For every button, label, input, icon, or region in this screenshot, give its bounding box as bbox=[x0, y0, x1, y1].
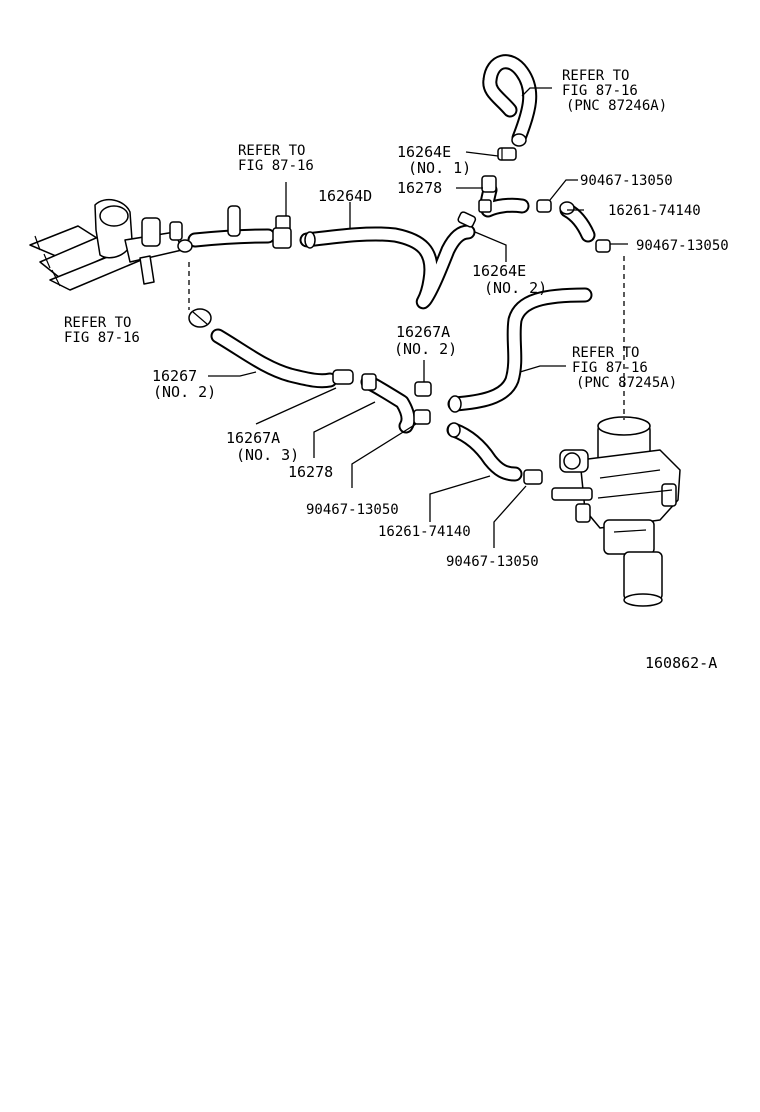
clamp-icon bbox=[457, 211, 477, 228]
clamp-icon bbox=[497, 147, 517, 161]
clamp-icon bbox=[188, 308, 212, 328]
figure-id: 160862-A bbox=[645, 654, 717, 672]
label-16264D: 16264D bbox=[318, 187, 372, 205]
leader-lines bbox=[208, 87, 628, 548]
label-16267A-no3: 16267A bbox=[226, 429, 280, 447]
label-refer-mid-right-line3: (PNC 87245A) bbox=[576, 375, 677, 391]
throttle-body-assembly-icon bbox=[29, 198, 241, 291]
pipe-16278-lower bbox=[360, 374, 416, 434]
label-90467-13050-d: 90467-13050 bbox=[446, 554, 539, 570]
label-refer-upper-left-line2: FIG 87-16 bbox=[238, 158, 314, 174]
label-16264E-no1: 16264E bbox=[397, 143, 451, 161]
valve-actuator-assembly-icon bbox=[551, 416, 681, 607]
clamp-icon bbox=[595, 239, 611, 253]
label-16267A-no3-qualifier: (NO. 3) bbox=[236, 446, 299, 464]
label-refer-mid-right-line1: REFER TO bbox=[572, 345, 639, 361]
label-16267-qualifier: (NO. 2) bbox=[153, 383, 216, 401]
label-16267A-no2: 16267A bbox=[396, 323, 450, 341]
label-refer-left-line1: REFER TO bbox=[64, 315, 131, 331]
pipe-upper-left bbox=[187, 228, 276, 248]
fitting-right-top-icon bbox=[559, 201, 575, 215]
label-refer-mid-right-line2: FIG 87-16 bbox=[572, 360, 648, 376]
pipe-16278-upper bbox=[479, 182, 530, 218]
label-16261-74140-upper: 16261-74140 bbox=[608, 203, 701, 219]
connector-upper-left-icon bbox=[272, 215, 292, 249]
label-refer-upper-left-line1: REFER TO bbox=[238, 143, 305, 159]
hose-right-long bbox=[447, 287, 593, 412]
hose-16267 bbox=[210, 328, 338, 389]
label-16278-upper: 16278 bbox=[397, 179, 442, 197]
label-refer-left-line2: FIG 87-16 bbox=[64, 330, 140, 346]
clamp-icon bbox=[413, 409, 431, 425]
clamp-icon bbox=[414, 381, 432, 397]
fitting-16278-upper-icon bbox=[478, 175, 497, 213]
label-16278-lower: 16278 bbox=[288, 463, 333, 481]
clamp-icon bbox=[523, 469, 543, 485]
label-16264E-no2: 16264E bbox=[472, 262, 526, 280]
fitting-16278-lower-icon bbox=[361, 373, 377, 391]
label-refer-top-right-line2: FIG 87-16 bbox=[562, 83, 638, 99]
label-16264E-no2-qualifier: (NO. 2) bbox=[484, 279, 547, 297]
clamp-icon bbox=[536, 199, 552, 213]
hose-16261-lower bbox=[446, 422, 523, 482]
hose-ends bbox=[304, 133, 527, 438]
hose-top-right bbox=[482, 54, 538, 146]
label-90467-13050-c: 90467-13050 bbox=[306, 502, 399, 518]
label-16267A-no2-qualifier: (NO. 2) bbox=[394, 340, 457, 358]
label-16261-74140-lower: 16261-74140 bbox=[378, 524, 471, 540]
label-16267: 16267 bbox=[152, 367, 197, 385]
label-90467-13050-a: 90467-13050 bbox=[580, 173, 673, 189]
label-refer-top-right-line1: REFER TO bbox=[562, 68, 629, 84]
hose-16264D bbox=[299, 224, 476, 310]
clamp-icon bbox=[332, 369, 354, 385]
label-refer-top-right-line3: (PNC 87246A) bbox=[566, 98, 667, 114]
label-90467-13050-b: 90467-13050 bbox=[636, 238, 729, 254]
label-16264E-no1-qualifier: (NO. 1) bbox=[408, 159, 471, 177]
